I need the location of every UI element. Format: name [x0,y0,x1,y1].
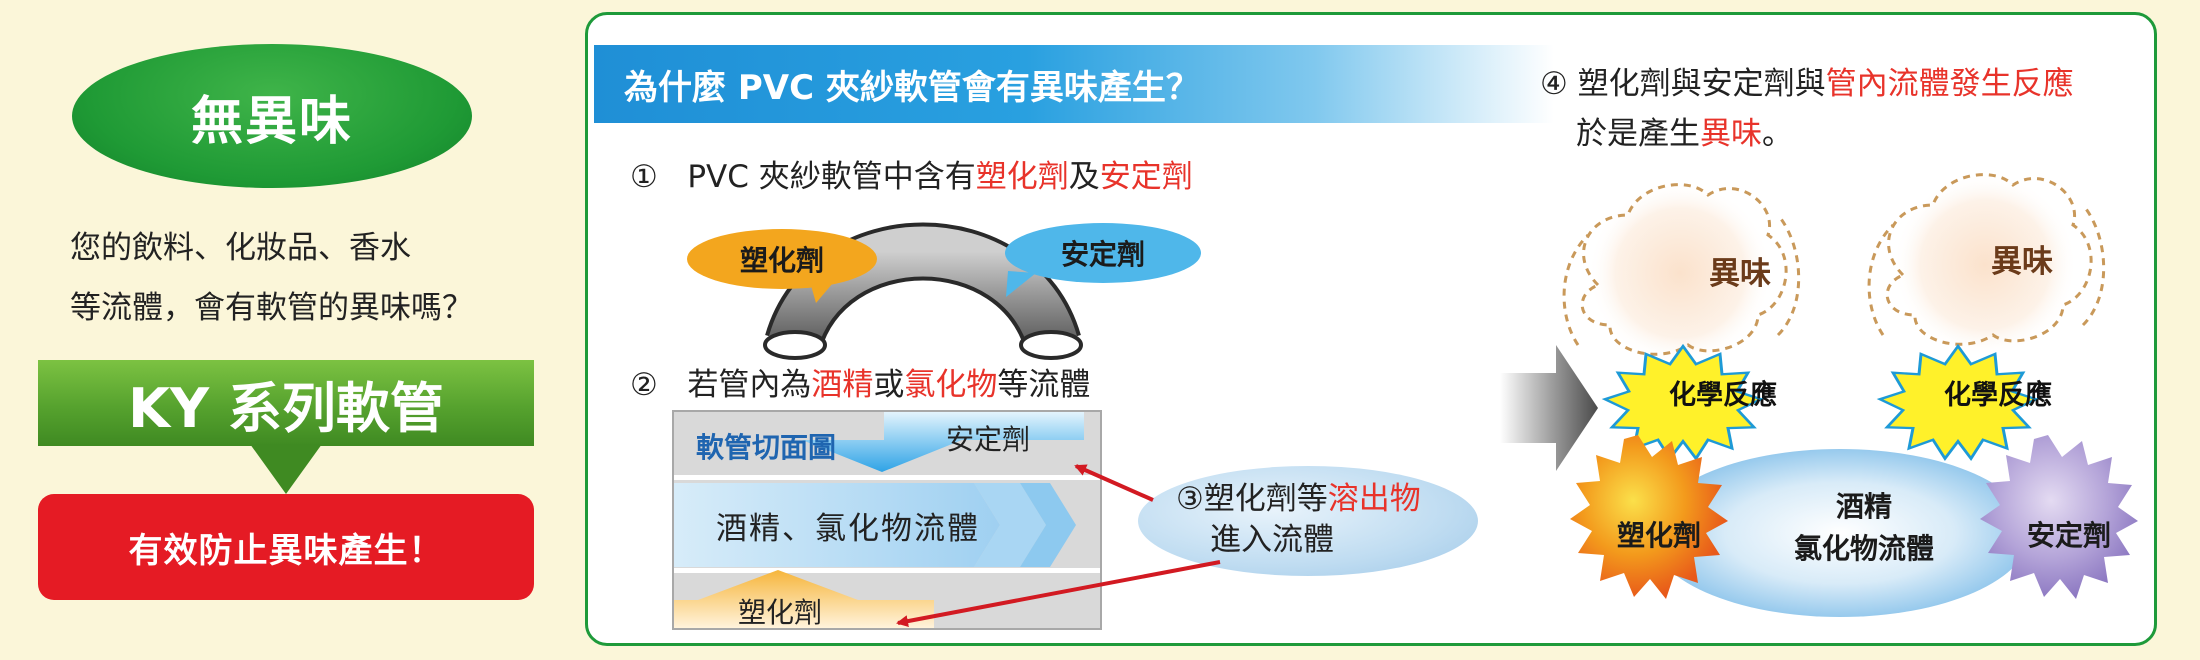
stabilizer-down-arrow [802,412,1084,472]
ky-series-label: KY 系列軟管 [128,376,444,440]
ky-series-banner: KY 系列軟管 [38,360,534,446]
step-2-text-end: 等流體 [997,367,1091,403]
step-3-leachate: 溶出物 [1327,481,1421,517]
odor-label-left: 異味 [1709,255,1771,292]
step-1-text: PVC 夾紗軟管中含有 [687,159,976,195]
panel-title: 為什麼 PVC 夾紗軟管會有異味產生？ [624,67,1200,108]
arrow-to-stabilizer [1074,464,1154,502]
explanation-panel: 為什麼 PVC 夾紗軟管會有異味產生？ ① PVC 夾紗軟管中含有塑化劑及安定劑… [585,12,2157,646]
plasticizer-up-arrow [674,570,934,628]
hose-illustration [763,222,1083,360]
down-arrow-icon [250,444,322,494]
step-3-text: 塑化劑等 [1203,481,1328,517]
step-2-number: ② [630,367,658,403]
step-2: ② 若管內為酒精或氯化物等流體 [630,359,1090,404]
cross-section-flow: 酒精、氯化物流體 [716,511,980,547]
no-odor-label: 無異味 [190,91,353,152]
title-bar: 為什麼 PVC 夾紗軟管會有異味產生？ [594,45,1554,123]
step-4-number: ④ [1540,66,1568,102]
step-4-odor: 異味 [1700,116,1762,152]
flow-arrow-3 [1020,483,1076,567]
step-1: ① PVC 夾紗軟管中含有塑化劑及安定劑 [630,151,1193,196]
step-4: ④ 塑化劑與安定劑與管內流體發生反應 於是產生異味。 [1540,59,2074,159]
question-line-1: 您的飲料、化妝品、香水 [70,230,411,266]
step-3-number: ③ [1176,481,1204,517]
odor-label-right: 異味 [1991,243,2053,280]
cross-section-graphics [674,412,1084,628]
plasticizer-oval: 塑化劑 [687,229,877,289]
step-2-text: 若管內為 [687,367,812,403]
cross-section-plasticizer: 塑化劑 [738,596,823,629]
flow-arrow-2 [974,483,1046,567]
reaction-illustration [1562,173,2138,617]
step-2-or: 或 [873,367,905,403]
next-arrow-icon [1500,345,1598,471]
step-2-chloride: 氯化物 [904,367,998,403]
step-2-alcohol: 酒精 [811,367,874,403]
result-label: 有效防止異味產生！ [128,530,444,571]
step-4-text: 塑化劑與安定劑與 [1577,66,1826,102]
stabilizer-ball-label: 安定劑 [2026,519,2111,552]
reaction-label-right: 化學反應 [1944,379,2052,411]
step-1-stabilizer: 安定劑 [1099,159,1193,195]
plasticizer-ball [1570,435,1728,599]
arrow-to-plasticizer [896,560,1221,628]
flow-arrow-1 [674,483,1000,567]
leach-arrows [896,464,1221,628]
stabilizer-ball [1980,435,2138,599]
step-4-line-2: 於是產生異味。 [1540,109,2074,159]
reaction-label-left: 化學反應 [1669,379,1777,411]
cross-section-title: 軟管切面圖 [696,431,837,464]
reaction-burst-right [1876,343,2040,461]
step-3-bubble [1138,466,1478,576]
stabilizer-pointer [1006,271,1036,297]
odor-cloud-left [1562,181,1801,365]
reaction-burst-left [1601,343,1765,461]
no-odor-badge: 無異味 [72,44,472,188]
step-3-line-2: 進入流體 [1210,522,1334,558]
odor-cloud-right [1867,173,2106,357]
question-line-2: 等流體，會有軟管的異味嗎？ [70,290,473,326]
fluid-label-line-2: 氯化物流體 [1793,532,1934,565]
step-1-number: ① [630,159,658,195]
step-1-plasticizer: 塑化劑 [975,159,1069,195]
step-1-and: 及 [1068,159,1100,195]
step-4-end: 。 [1762,116,1793,152]
cross-section-stabilizer: 安定劑 [946,423,1031,456]
hose-end-right [1019,330,1083,360]
section-divider-top [674,475,1100,480]
step-3-line-1: ③塑化劑等溶出物 [1176,479,1421,519]
stabilizer-oval: 安定劑 [1005,223,1201,283]
stabilizer-oval-label: 安定劑 [1060,238,1145,271]
step-4-reaction: 管內流體發生反應 [1825,66,2074,102]
fluid-label-line-1: 酒精 [1835,490,1892,523]
fluid-ellipse [1650,449,2030,617]
section-divider-bottom [674,568,1100,573]
step-4-text-2: 於是產生 [1576,116,1700,152]
result-box: 有效防止異味產生！ [38,494,534,600]
plasticizer-ball-label: 塑化劑 [1616,519,1701,552]
step-4-line-1: ④ 塑化劑與安定劑與管內流體發生反應 [1540,59,2074,109]
hose-end-left [763,330,827,360]
plasticizer-oval-label: 塑化劑 [739,244,824,277]
